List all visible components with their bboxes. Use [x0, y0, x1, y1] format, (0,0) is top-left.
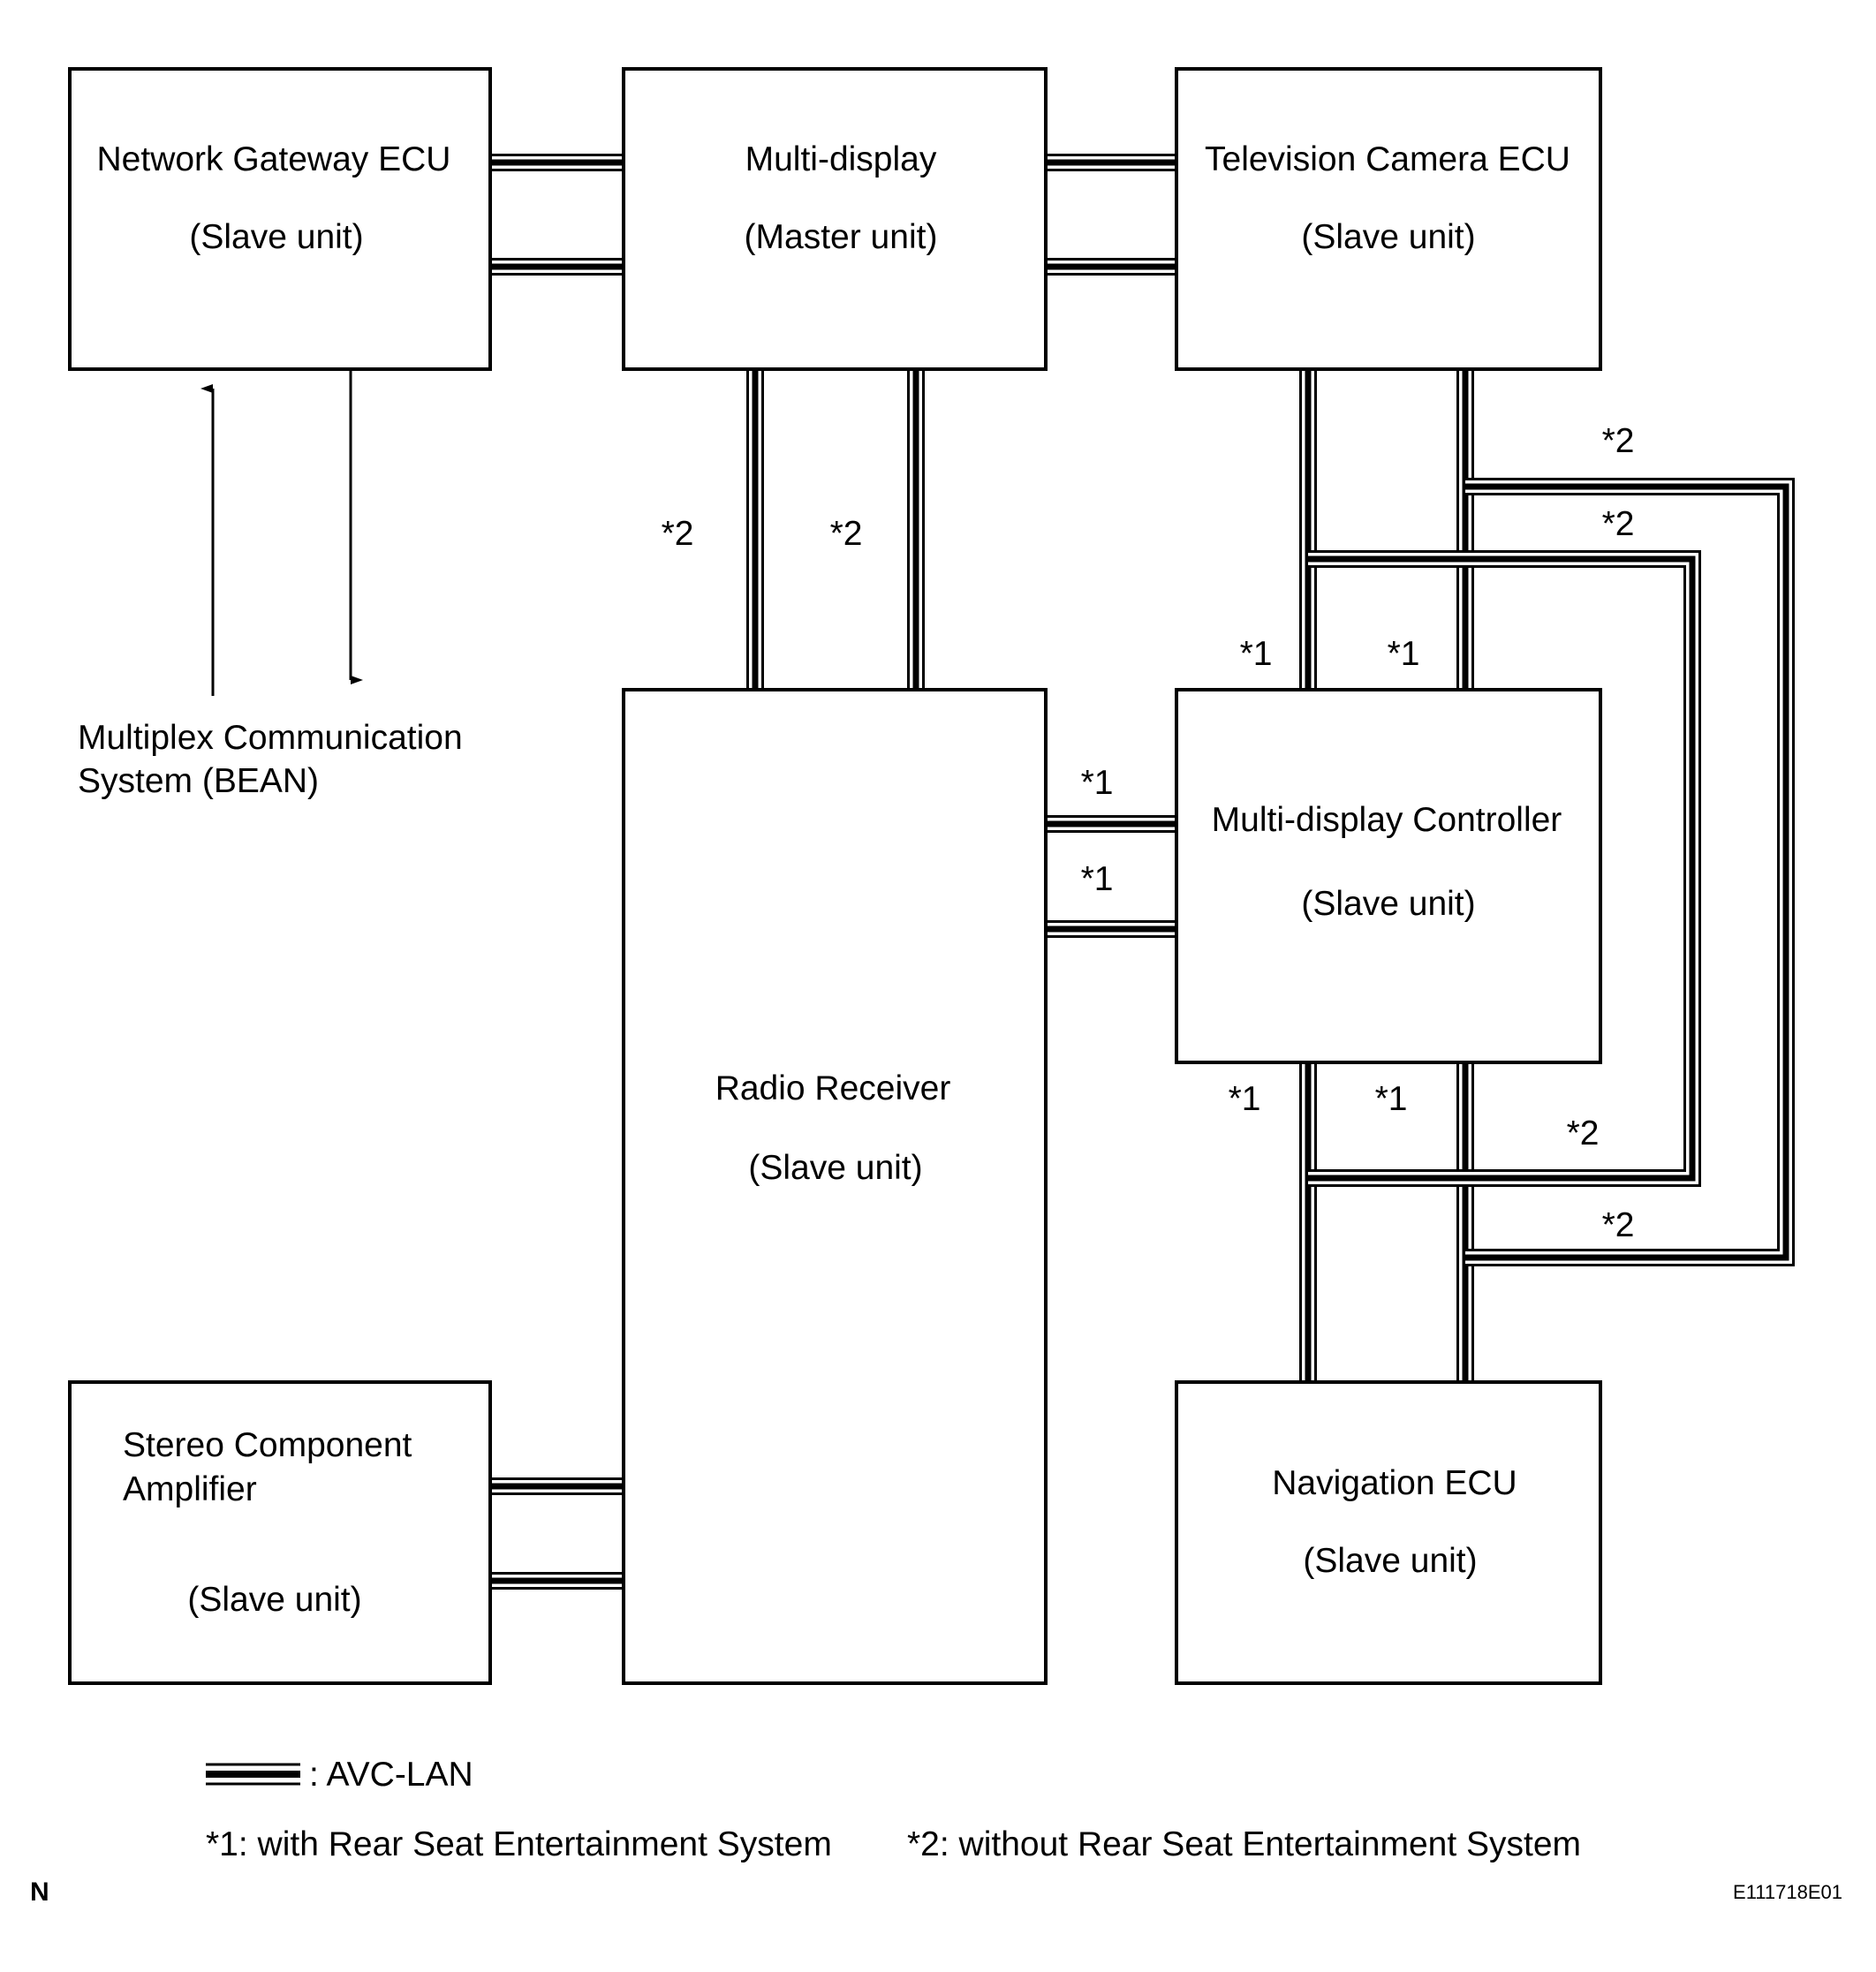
television-camera-ecu-label: Television Camera ECU: [1205, 140, 1570, 178]
legend: : AVC-LAN *1: with Rear Seat Entertainme…: [206, 1756, 1581, 1863]
figure-code: E111718E01: [1733, 1881, 1842, 1903]
marker-no-rse: *2: [830, 515, 863, 553]
marker-rse: *1: [1388, 635, 1420, 673]
network-gateway-ecu-role: (Slave unit): [189, 218, 363, 256]
bean-label-line1: Multiplex Communication: [78, 719, 463, 757]
multi-display-label: Multi-display: [745, 140, 937, 178]
television-camera-ecu-role: (Slave unit): [1301, 218, 1475, 256]
avc-lan-legend-text: : AVC-LAN: [309, 1756, 473, 1794]
marker-no-rse: *2: [1602, 422, 1635, 460]
marker-no-rse: *2: [1602, 505, 1635, 543]
radio-receiver-role: (Slave unit): [748, 1149, 922, 1187]
note-with-rse: *1: with Rear Seat Entertainment System: [206, 1825, 832, 1863]
marker-no-rse: *2: [1567, 1114, 1600, 1152]
marker-no-rse: *2: [662, 515, 694, 553]
network-gateway-ecu-box: Network Gateway ECU (Slave unit): [68, 67, 492, 371]
bean-signal-arrows: [200, 371, 363, 696]
navigation-ecu-role: (Slave unit): [1303, 1542, 1477, 1580]
navigation-ecu-label: Navigation ECU: [1272, 1464, 1517, 1502]
marker-rse: *1: [1229, 1080, 1261, 1118]
marker-no-rse: *2: [1602, 1206, 1635, 1244]
marker-rse: *1: [1240, 635, 1273, 673]
radio-receiver-box: Radio Receiver (Slave unit): [622, 688, 1048, 1685]
television-camera-ecu-box: Television Camera ECU (Slave unit): [1175, 67, 1602, 371]
multi-display-controller-label: Multi-display Controller: [1212, 801, 1562, 839]
note-without-rse: *2: without Rear Seat Entertainment Syst…: [907, 1825, 1581, 1863]
marker-rse: *1: [1081, 860, 1114, 898]
navigation-ecu-box: Navigation ECU (Slave unit): [1175, 1380, 1602, 1685]
stereo-amplifier-label-line1: Stereo Component: [123, 1426, 412, 1464]
bus-markers: *2 *2 *2 *2 *1 *1 *1 *1 *1 *1 *2 *2: [662, 422, 1635, 1244]
avc-lan-buses: [490, 154, 1795, 1590]
multi-display-controller-role: (Slave unit): [1301, 885, 1475, 923]
avc-lan-legend-symbol: [206, 1763, 300, 1786]
marker-rse: *1: [1081, 764, 1114, 802]
stereo-component-amplifier-box: Stereo Component Amplifier (Slave unit): [68, 1380, 492, 1685]
marker-rse: *1: [1375, 1080, 1408, 1118]
orientation-mark: N: [30, 1878, 49, 1907]
bean-label-line2: System (BEAN): [78, 762, 319, 800]
multi-display-box: Multi-display (Master unit): [622, 67, 1048, 371]
multi-display-role: (Master unit): [745, 218, 938, 256]
avc-lan-bus-line: [1465, 483, 1789, 1261]
radio-receiver-label: Radio Receiver: [715, 1069, 951, 1107]
multi-display-controller-box: Multi-display Controller (Slave unit): [1175, 688, 1602, 1064]
stereo-amplifier-role: (Slave unit): [187, 1581, 361, 1619]
network-gateway-ecu-label: Network Gateway ECU: [97, 140, 451, 178]
stereo-amplifier-label-line2: Amplifier: [123, 1470, 257, 1508]
avc-lan-bus-line: [1308, 555, 1696, 1182]
